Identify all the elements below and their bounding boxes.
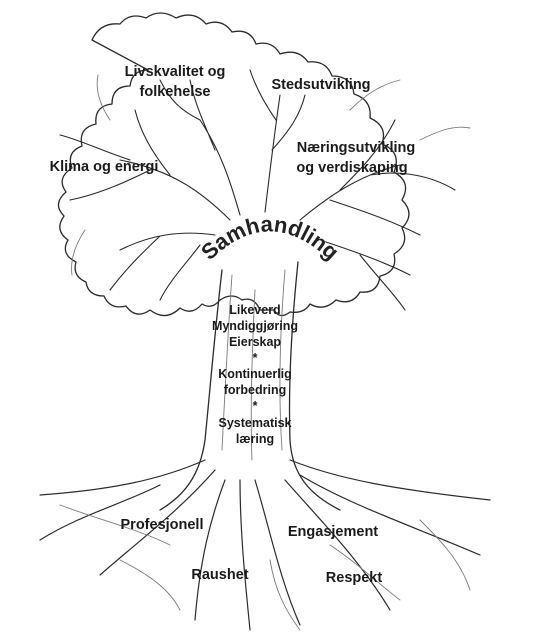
roots <box>39 459 491 631</box>
label-klima-og-energi: Klima og energi <box>50 159 159 175</box>
label-samhandling-text: Samhandling <box>196 211 344 265</box>
label-stedsutvikling: Stedsutvikling <box>271 77 370 93</box>
trunk-label-systematisk: Systematisk <box>219 416 292 430</box>
trunk-label-likeverd: Likeverd <box>229 303 280 317</box>
root-label-respekt: Respekt <box>326 570 383 586</box>
canopy-outline <box>57 12 410 317</box>
canopy-branches <box>59 69 471 311</box>
label-naeringsutvikling-line2: og verdiskaping <box>296 160 407 176</box>
root-label-raushet: Raushet <box>191 567 248 583</box>
trunk-label-forbedring: forbedring <box>224 383 287 397</box>
trunk-label-separator-2: * <box>253 399 258 413</box>
root-label-engasjement: Engasjement <box>288 524 378 540</box>
label-samhandling-arc: Samhandling <box>196 211 344 265</box>
label-livskvalitet-line2: folkehelse <box>140 84 211 100</box>
trunk-label-separator-1: * <box>253 351 258 365</box>
root-label-profesjonell: Profesjonell <box>121 517 204 533</box>
trunk <box>159 261 341 511</box>
label-livskvalitet-line1: Livskvalitet og <box>125 64 226 80</box>
label-naeringsutvikling-line1: Næringsutvikling <box>297 140 415 156</box>
trunk-label-kontinuerlig: Kontinuerlig <box>218 367 292 381</box>
trunk-label-laering: læring <box>236 432 274 446</box>
trunk-label-eierskap: Eierskap <box>229 335 281 349</box>
trunk-label-myndiggjoring: Myndiggjøring <box>212 319 298 333</box>
